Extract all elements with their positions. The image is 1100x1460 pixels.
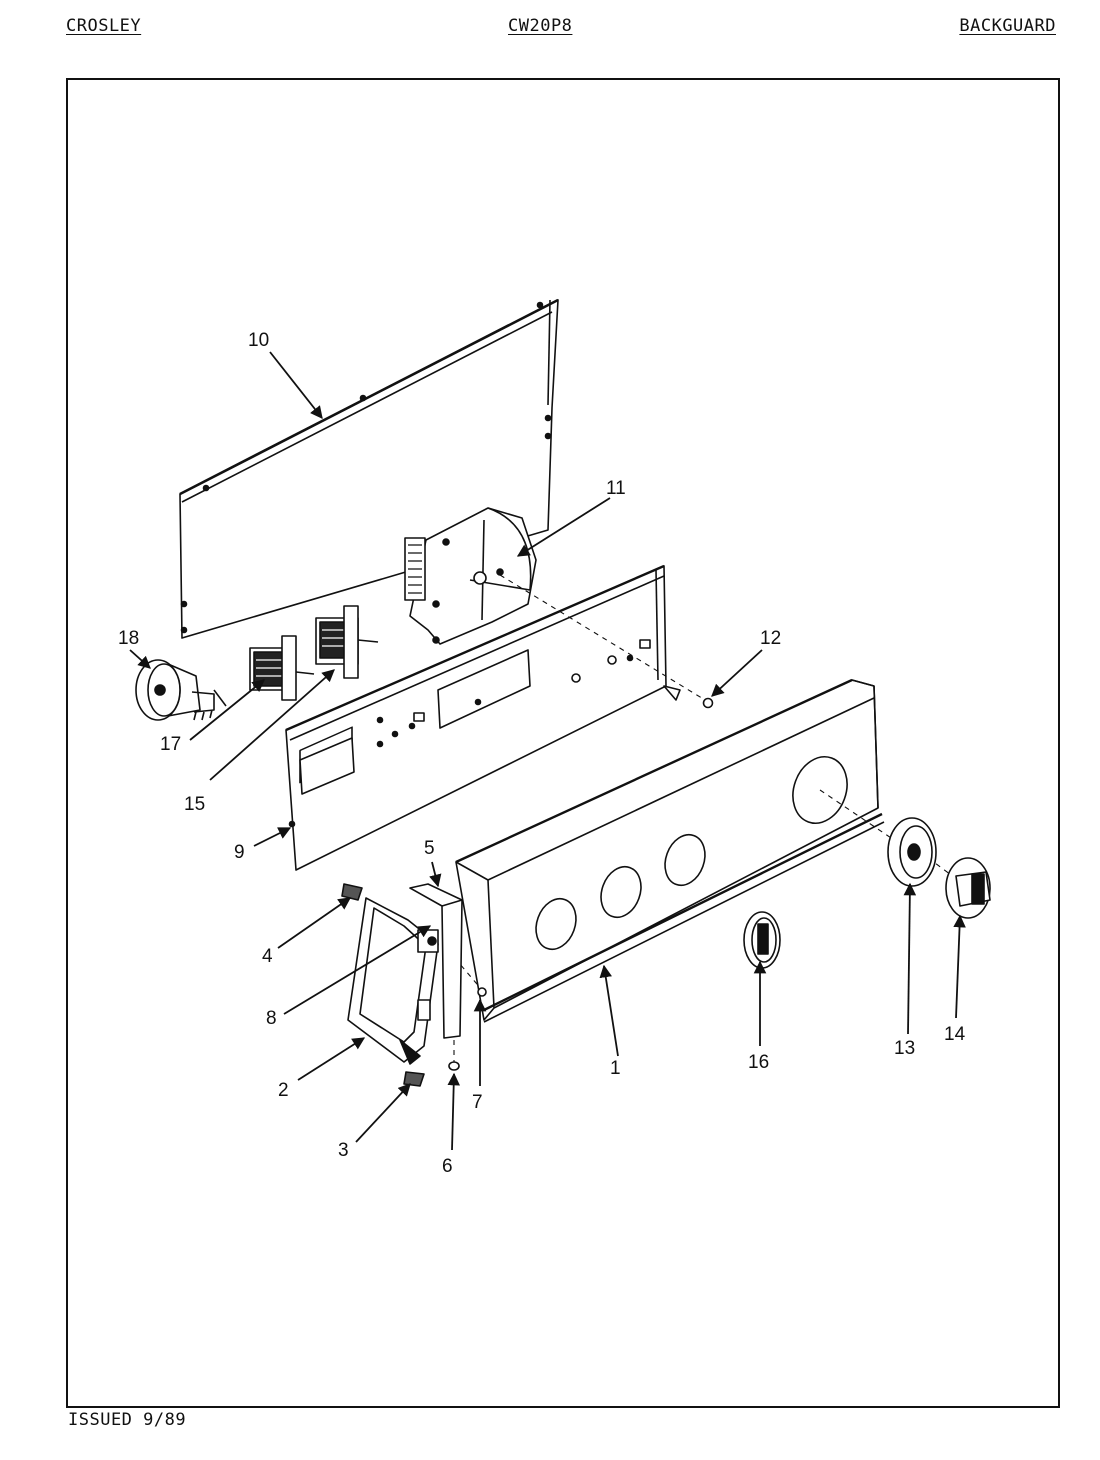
timer-assembly xyxy=(404,507,537,645)
side-screw xyxy=(477,987,487,997)
pressure-switch xyxy=(135,659,227,721)
knob-small xyxy=(743,911,781,969)
screw xyxy=(702,697,714,709)
rotary-switch xyxy=(249,635,315,701)
callout-5: 5 xyxy=(424,838,435,859)
brand-name: CROSLEY xyxy=(66,16,142,36)
control-panel-bracket xyxy=(285,564,681,871)
section-title: BACKGUARD xyxy=(959,16,1056,36)
callout-10: 10 xyxy=(248,330,269,351)
callout-13: 13 xyxy=(894,1038,915,1059)
callout-7: 7 xyxy=(472,1092,483,1113)
dial-skirt xyxy=(887,817,937,887)
issue-date: ISSUED 9/89 xyxy=(68,1410,187,1430)
model-number: CW20P8 xyxy=(508,16,573,36)
leader-lines xyxy=(129,351,966,1151)
callout-2: 2 xyxy=(278,1080,289,1101)
callout-8: 8 xyxy=(266,1008,277,1029)
trim-strip xyxy=(409,883,463,1039)
callout-11: 11 xyxy=(606,478,626,499)
timer-knob xyxy=(945,857,991,919)
callout-17: 17 xyxy=(160,734,181,755)
callout-3: 3 xyxy=(338,1140,349,1161)
callout-14: 14 xyxy=(944,1024,966,1045)
selector-switch xyxy=(315,605,379,679)
callout-1: 1 xyxy=(610,1058,621,1079)
callout-6: 6 xyxy=(442,1156,453,1177)
end-cap xyxy=(347,897,439,1065)
callout-9: 9 xyxy=(234,842,245,863)
callout-16: 16 xyxy=(748,1052,769,1073)
diagram-frame xyxy=(66,78,1060,1408)
backguard-housing xyxy=(455,678,885,1023)
callout-15: 15 xyxy=(184,794,205,815)
callout-4: 4 xyxy=(262,946,273,967)
callout-18: 18 xyxy=(118,628,139,649)
top-clip xyxy=(341,883,363,901)
bottom-clip xyxy=(403,1071,425,1087)
callout-12: 12 xyxy=(760,628,781,649)
grommet xyxy=(448,1061,460,1071)
callout-labels: 10 11 12 18 17 15 9 5 4 8 2 3 6 7 1 16 1… xyxy=(118,330,966,1177)
